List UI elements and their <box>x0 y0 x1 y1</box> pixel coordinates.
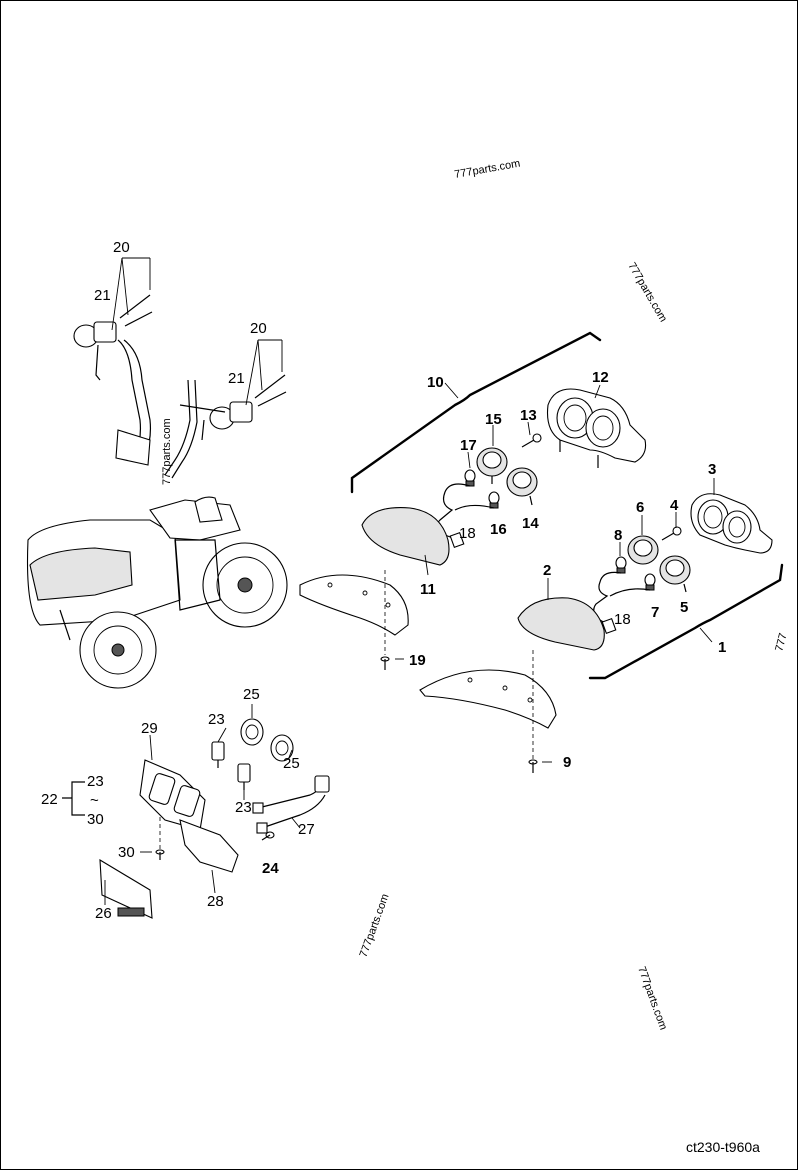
screw-9 <box>528 759 538 773</box>
cap-25-lower <box>270 734 294 762</box>
callout-12: 12 <box>592 369 609 386</box>
bulb-17 <box>464 469 476 487</box>
headlamp-cover-28 <box>179 819 239 873</box>
lamp-housing-12 <box>546 388 647 468</box>
callout-23c: 23 <box>235 799 252 816</box>
connector-18-lower <box>601 617 617 635</box>
bulb-socket-5 <box>659 555 691 593</box>
callout-3: 3 <box>708 461 716 478</box>
screw-24 <box>261 831 275 841</box>
plate-26 <box>99 858 153 919</box>
screw-13 <box>521 433 542 448</box>
bulb-holder-23-upper <box>211 741 225 768</box>
lamp-housing-3 <box>690 493 773 554</box>
callout-28: 28 <box>207 893 224 910</box>
tractor-illustration <box>26 496 288 689</box>
fender-upper <box>299 574 409 636</box>
callout-5: 5 <box>680 599 688 616</box>
callout-29: 29 <box>141 720 158 737</box>
callout-labels: 1234567891011121314151617181819202021212… <box>41 239 726 922</box>
bulb-8 <box>615 556 627 574</box>
callout-22: 22 <box>41 791 58 808</box>
callout-20a: 20 <box>113 239 130 256</box>
lens-11 <box>361 507 450 566</box>
callout-30a: 30 <box>87 811 104 828</box>
screw-19 <box>380 656 390 670</box>
callout-4: 4 <box>670 497 679 514</box>
callout-23b: 23 <box>208 711 225 728</box>
callout-19: 19 <box>409 652 426 669</box>
callout-25a: 25 <box>243 686 260 703</box>
group-10-bracket <box>350 331 602 494</box>
watermark-1: 777parts.com <box>453 158 521 181</box>
fender-lower <box>419 669 557 729</box>
screw-30 <box>155 849 165 860</box>
range-tilde: ~ <box>90 792 99 809</box>
cap-25-upper <box>240 718 264 746</box>
callout-23a: 23 <box>87 773 104 790</box>
callout-21b: 21 <box>228 370 245 387</box>
callout-7: 7 <box>651 604 659 621</box>
mirror-bracket-upper <box>73 294 153 466</box>
lens-2 <box>517 597 605 651</box>
callout-25b: 25 <box>283 755 300 772</box>
callout-9: 9 <box>563 754 571 771</box>
watermark-2: 777parts.com <box>625 261 669 325</box>
callout-8: 8 <box>614 527 622 544</box>
bulb-16 <box>488 491 500 509</box>
figure-code: ct230-t960a <box>686 1139 760 1155</box>
callout-15: 15 <box>485 411 502 428</box>
callout-13: 13 <box>520 407 537 424</box>
callout-16: 16 <box>490 521 507 538</box>
callout-2: 2 <box>543 562 551 579</box>
callout-24: 24 <box>262 860 279 877</box>
headlamp-frame-29 <box>139 759 206 831</box>
callout-14: 14 <box>522 515 539 532</box>
bulb-socket-6 <box>627 535 659 565</box>
callout-30b: 30 <box>118 844 135 861</box>
callout-6: 6 <box>636 499 644 516</box>
callout-18a: 18 <box>459 525 476 542</box>
bulb-socket-14 <box>506 467 538 506</box>
watermark-5: 777parts.com <box>635 965 669 1032</box>
callout-11: 11 <box>420 581 436 598</box>
watermark-3: 777parts.com <box>161 418 173 485</box>
wire-harness-27 <box>252 775 330 834</box>
callout-27: 27 <box>298 821 315 838</box>
callout-26: 26 <box>95 905 112 922</box>
callout-1: 1 <box>718 639 726 656</box>
screw-4 <box>661 526 682 541</box>
bulb-holder-23-lower <box>237 763 251 790</box>
mirror-bracket-lower <box>164 374 287 479</box>
bulb-socket-15 <box>476 447 508 484</box>
bulb-7 <box>644 573 656 591</box>
group-1-bracket <box>588 563 784 680</box>
callout-21a: 21 <box>94 287 111 304</box>
leader-lines <box>104 257 715 905</box>
group-22-bracket <box>62 781 85 816</box>
watermark-4: 777parts.com <box>358 892 392 959</box>
callout-20b: 20 <box>250 320 267 337</box>
callout-18b: 18 <box>614 611 631 628</box>
watermark-6: 777 <box>773 632 789 653</box>
callout-10: 10 <box>427 374 444 391</box>
callout-17: 17 <box>460 437 477 454</box>
connector-18-upper <box>449 531 465 549</box>
